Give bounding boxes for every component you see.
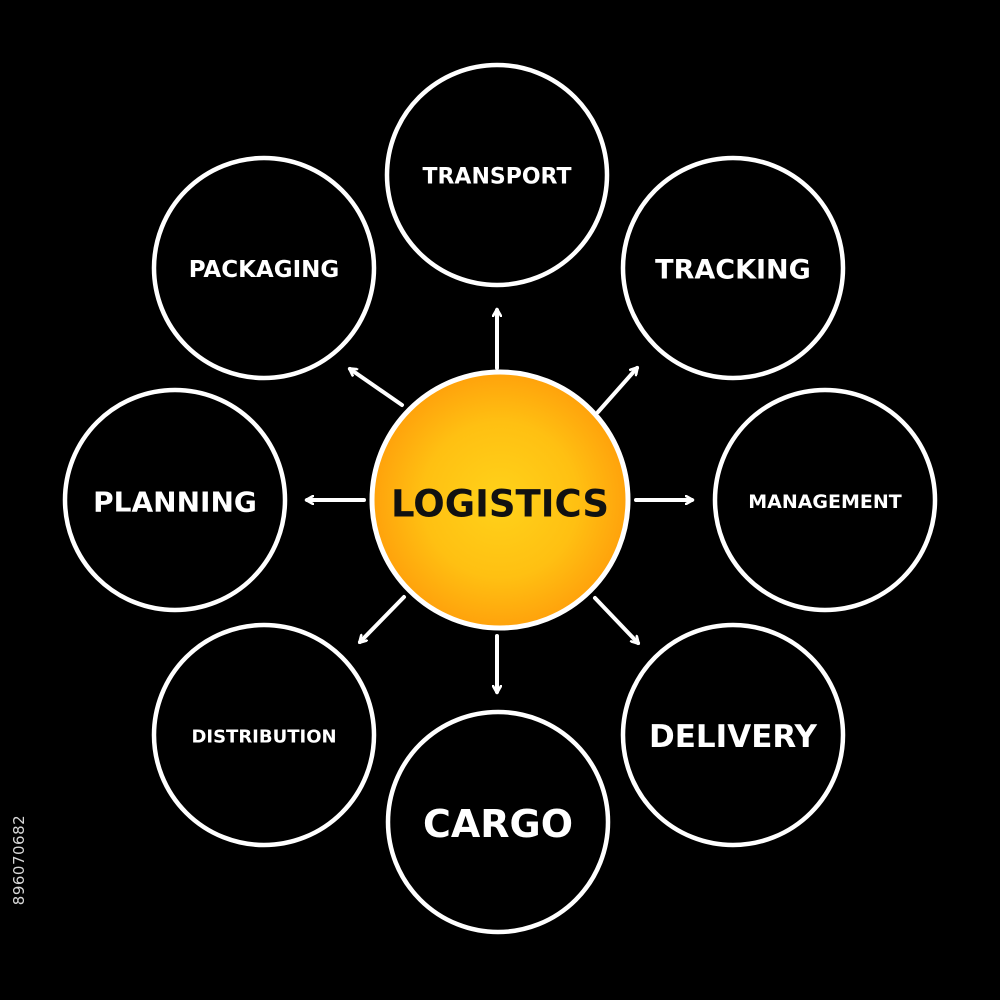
node-label-delivery: DELIVERY	[649, 719, 818, 755]
node-label-distribution: DISTRIBUTION	[191, 727, 336, 748]
node-label-planning: PLANNING	[93, 486, 257, 519]
arrow-packaging	[350, 367, 404, 407]
node-packaging: PACKAGING	[151, 155, 377, 381]
node-label-cargo: CARGO	[423, 802, 573, 846]
node-transport: TRANSPORT	[384, 62, 610, 288]
node-circle-packaging	[151, 155, 377, 381]
hub-node: LOGISTICS	[369, 369, 631, 631]
arrow-tracking	[596, 368, 639, 414]
node-distribution: DISTRIBUTION	[151, 622, 377, 848]
node-circle-management	[712, 387, 938, 613]
node-circle-planning	[62, 387, 288, 613]
node-label-tracking: TRACKING	[655, 255, 811, 286]
node-cargo: CARGO	[385, 709, 611, 935]
hub-circle	[369, 369, 631, 631]
stock-id-vertical: 896070682	[4, 760, 34, 960]
node-planning: PLANNING	[62, 387, 288, 613]
hub-label: LOGISTICS	[391, 483, 609, 526]
node-tracking: TRACKING	[620, 155, 846, 381]
node-circle-cargo	[385, 709, 611, 935]
node-management: MANAGEMENT	[712, 387, 938, 613]
node-circle-tracking	[620, 155, 846, 381]
node-circle-distribution	[151, 622, 377, 848]
node-circle-transport	[384, 62, 610, 288]
node-circles: TRANSPORT TRACKING MANAGEMENT DELIVERY CARGO…	[62, 62, 938, 935]
stock-id-text: 896070682	[10, 814, 28, 906]
node-label-transport: TRANSPORT	[422, 165, 571, 190]
arrow-delivery	[593, 596, 640, 643]
node-label-packaging: PACKAGING	[189, 257, 340, 283]
node-circle-delivery	[620, 622, 846, 848]
node-label-management: MANAGEMENT	[748, 491, 902, 513]
arrow-distribution	[358, 595, 406, 642]
connector-arrows	[307, 310, 692, 692]
node-delivery: DELIVERY	[620, 622, 846, 848]
